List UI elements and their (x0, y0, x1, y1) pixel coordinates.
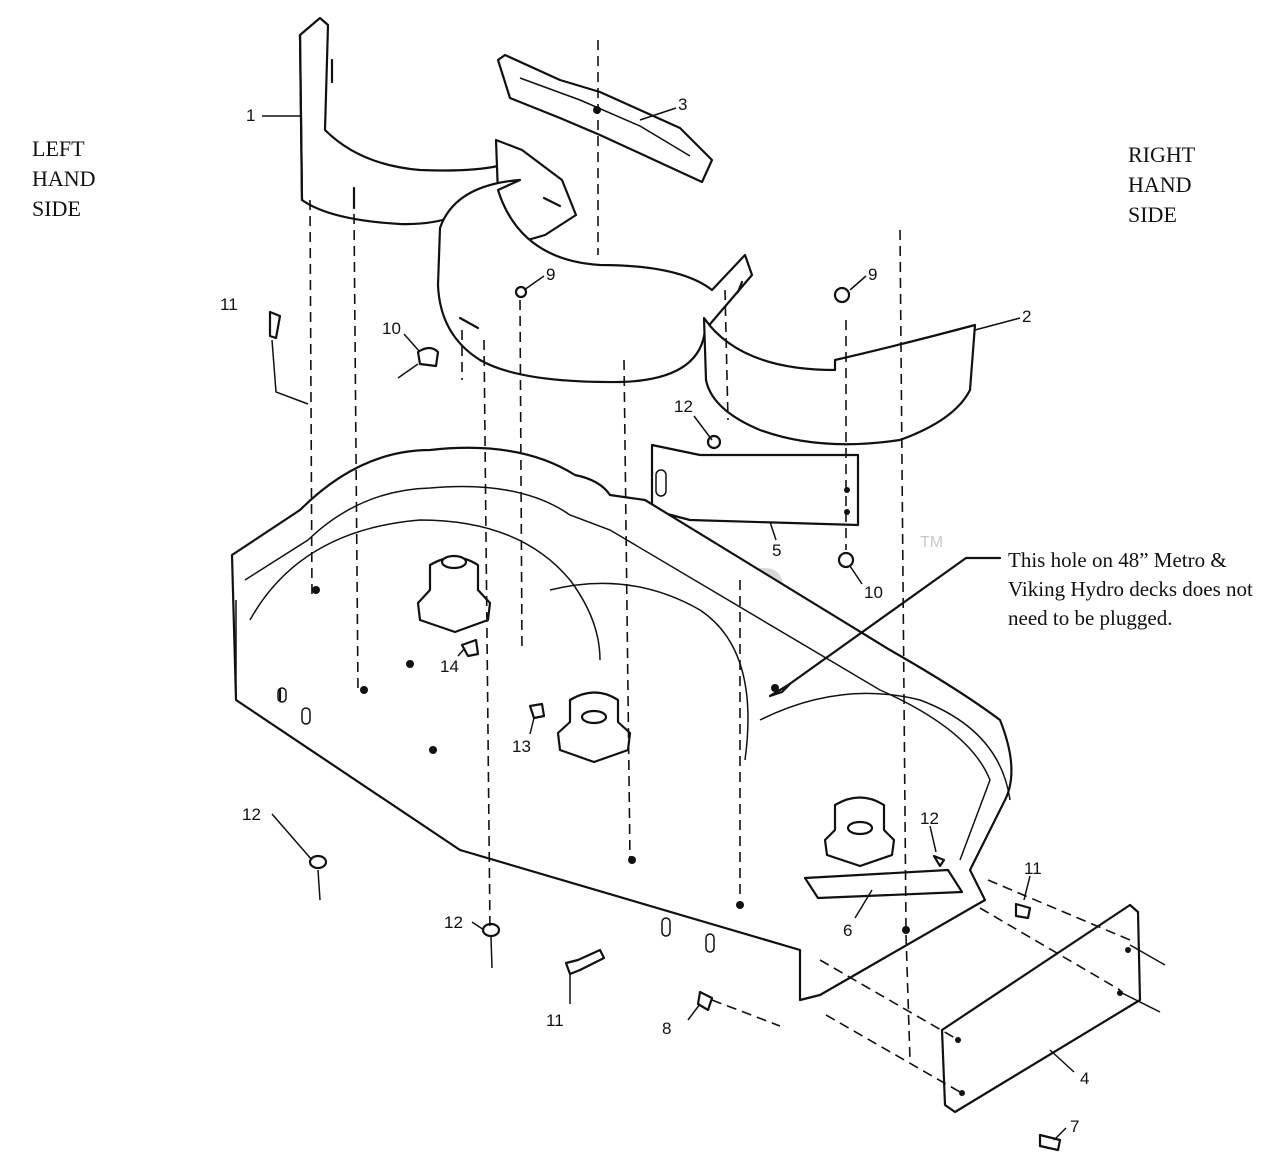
spindle-left (416, 554, 492, 634)
callout-6: 6 (843, 921, 852, 940)
hardware-fasteners (268, 285, 1062, 1152)
part-4-end-plate (940, 903, 1142, 1114)
left-hand-side-label: LEFT HAND SIDE (32, 136, 96, 221)
callout-8: 8 (662, 1019, 671, 1038)
spindle-right (823, 796, 896, 868)
callout-11a: 11 (220, 295, 238, 314)
callout-12a: 12 (674, 397, 693, 416)
part-5-plate (650, 443, 860, 527)
callout-7: 7 (1070, 1117, 1079, 1136)
callout-4: 4 (1080, 1069, 1089, 1088)
callout-1: 1 (246, 106, 255, 125)
mower-deck-housing (230, 446, 1013, 1002)
callout-numbers: 1 3 9 11 10 9 2 12 5 10 14 13 12 12 11 8… (220, 95, 1089, 1136)
plug-hole-note: This hole on 48” Metro & Viking Hydro de… (1008, 548, 1253, 630)
callout-3: 3 (678, 95, 687, 114)
right-hand-side-label: RIGHT HAND SIDE (1128, 142, 1196, 227)
callout-10a: 10 (382, 319, 401, 338)
callout-14: 14 (440, 657, 459, 676)
callout-5: 5 (772, 541, 781, 560)
callout-11b: 11 (546, 1011, 564, 1030)
callout-9b: 9 (868, 265, 877, 284)
callout-9a: 9 (546, 265, 555, 284)
trademark-mark: TM (920, 534, 944, 551)
callout-13: 13 (512, 737, 531, 756)
callout-11c: 11 (1024, 859, 1042, 878)
callout-12d: 12 (920, 809, 939, 828)
leader-lines (262, 107, 1075, 1141)
part-2-right-baffle (702, 316, 977, 446)
callout-12c: 12 (444, 913, 463, 932)
part-middle-baffle (436, 178, 754, 384)
part-6-plate (803, 868, 964, 900)
callout-10b: 10 (864, 583, 883, 602)
callout-2: 2 (1022, 307, 1031, 326)
callout-12b: 12 (242, 805, 261, 824)
assembly-lines (271, 40, 1166, 1093)
part-3-blade (496, 53, 714, 184)
